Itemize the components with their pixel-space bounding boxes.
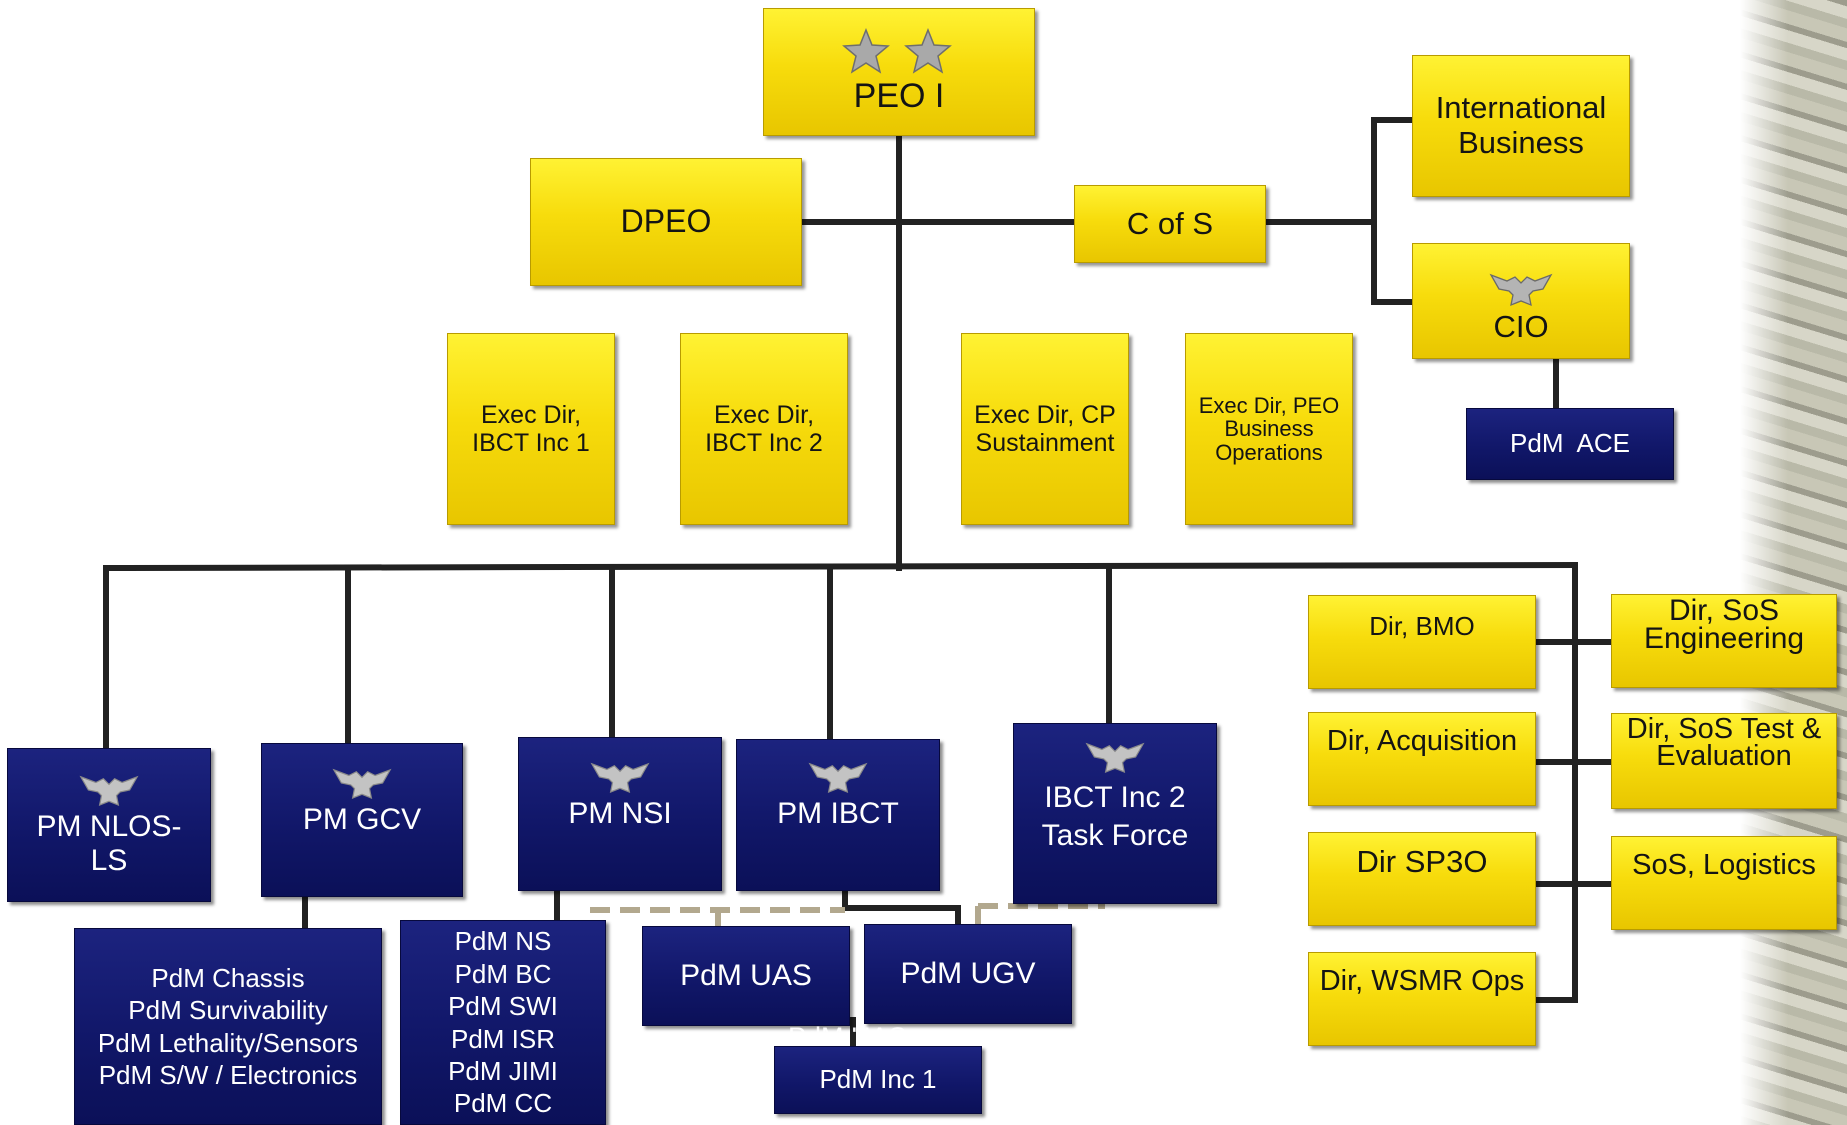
pdm-gcv-list-box: PdM Chassis PdM Survivability PdM Lethal… [74, 928, 382, 1125]
peo-box: PEO I [763, 8, 1035, 136]
cio-label: CIO [1493, 309, 1549, 345]
dir-acquisition-label: Dir, Acquisition [1326, 725, 1518, 757]
dir-sp3o-label: Dir SP3O [1356, 844, 1488, 879]
dpeo-box: DPEO [530, 158, 802, 286]
sos-logistics-box: SoS, Logistics [1611, 836, 1837, 930]
exec-dir-ibct-inc2-box: Exec Dir, IBCT Inc 2 [680, 333, 848, 525]
pdm-ace-label: PdM ACE [1510, 428, 1630, 459]
pdm-ugv-label: PdM UGV [900, 957, 1036, 991]
pm-nsi-label: PM NSI [568, 797, 672, 830]
list-item: PdM Survivability [128, 995, 328, 1025]
pm-nsi-box: PM NSI [518, 737, 722, 891]
pm-nlos-ls-box: PM NLOS-LS [7, 748, 211, 902]
camouflage-border [1740, 0, 1847, 1125]
dir-sos-test-evaluation-box: Dir, SoS Test & Evaluation [1611, 713, 1837, 809]
list-item: PdM NS [454, 926, 552, 957]
pdm-uas-label: PdM UAS [680, 959, 812, 993]
dir-bmo-label: Dir, BMO [1369, 611, 1475, 641]
eagle-icon [332, 768, 392, 799]
pdm-uas-box: PdM UAS [642, 926, 850, 1026]
list-item: PdM ISR [450, 1023, 556, 1054]
exec-dir-ibct-inc2-label: Exec Dir, IBCT Inc 2 [705, 401, 823, 457]
list-item: PdM BC [454, 958, 552, 989]
dir-acquisition-box: Dir, Acquisition [1308, 712, 1536, 806]
eagle-icon [1085, 742, 1145, 773]
dir-sos-engineering-label: Dir, SoS Engineering [1643, 594, 1805, 655]
cio-box: CIO [1412, 243, 1630, 359]
international-business-label: International Business [1435, 90, 1607, 160]
dir-sos-test-evaluation-label: Dir, SoS Test & Evaluation [1626, 713, 1822, 772]
list-item: PdM SWI [448, 991, 558, 1022]
pm-gcv-label: PM GCV [302, 803, 422, 836]
list-item: PdM CC [453, 1088, 553, 1119]
eagle-icon [79, 775, 139, 806]
cos-box: C of S [1074, 185, 1266, 263]
connector-pm-bus [102, 561, 1579, 572]
sos-logistics-label: SoS, Logistics [1632, 849, 1816, 881]
list-item: PdM Chassis [151, 962, 305, 993]
eagle-icon [590, 762, 650, 793]
pdm-inc1-box: PdM Inc 1 [774, 1046, 982, 1114]
dir-bmo-box: Dir, BMO [1308, 595, 1536, 689]
hidden-pdm-label: PdM UAS [788, 1022, 907, 1052]
pdm-inc1-label: PdM Inc 1 [819, 1064, 937, 1095]
pdm-ace-box: PdM ACE [1466, 408, 1674, 480]
pm-ibct-label: PM IBCT [777, 797, 899, 830]
list-item: PdM JIMI [448, 1055, 558, 1086]
exec-dir-ibct-inc1-box: Exec Dir, IBCT Inc 1 [447, 333, 615, 525]
ibct-inc2-task-force-label: IBCT Inc 2 Task Force [1041, 781, 1189, 852]
pm-ibct-box: PM IBCT [736, 739, 940, 891]
dir-sp3o-box: Dir SP3O [1308, 832, 1536, 926]
pm-nlos-ls-label: PM NLOS-LS [36, 809, 182, 877]
two-star-icon [842, 28, 952, 75]
eagle-icon [808, 762, 868, 793]
pdm-nsi-list-box: PdM NS PdM BC PdM SWI PdM ISR PdM JIMI P… [400, 920, 606, 1125]
exec-dir-cp-sustainment-label: Exec Dir, CP Sustainment [974, 401, 1116, 457]
ibct-inc2-task-force-box: IBCT Inc 2 Task Force [1013, 723, 1217, 904]
exec-dir-peo-business-ops-label: Exec Dir, PEO Business Operations [1198, 393, 1340, 465]
exec-dir-peo-business-ops-box: Exec Dir, PEO Business Operations [1185, 333, 1353, 525]
dir-wsmr-ops-box: Dir, WSMR Ops [1308, 952, 1536, 1046]
dpeo-label: DPEO [620, 203, 712, 240]
pdm-ugv-box: PdM UGV [864, 924, 1072, 1024]
dir-sos-engineering-box: Dir, SoS Engineering [1611, 594, 1837, 688]
exec-dir-ibct-inc1-label: Exec Dir, IBCT Inc 1 [472, 401, 590, 457]
exec-dir-cp-sustainment-box: Exec Dir, CP Sustainment [961, 333, 1129, 525]
cos-label: C of S [1126, 205, 1214, 241]
dir-wsmr-ops-label: Dir, WSMR Ops [1319, 965, 1525, 997]
eagle-icon [1489, 273, 1553, 307]
pm-gcv-box: PM GCV [261, 743, 463, 897]
peo-label: PEO I [853, 77, 945, 116]
list-item: PdM S/W / Electronics [98, 1060, 358, 1090]
list-item: PdM Lethality/Sensors [97, 1027, 359, 1058]
international-business-box: International Business [1412, 55, 1630, 197]
